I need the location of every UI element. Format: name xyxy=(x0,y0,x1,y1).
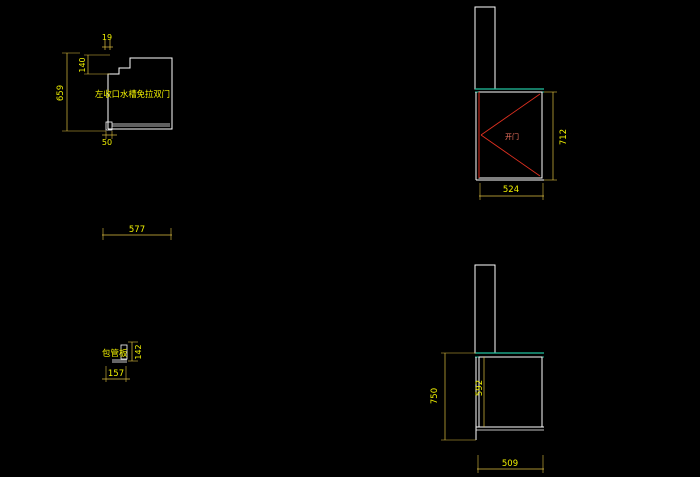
dim-157: 157 xyxy=(102,366,130,382)
dim-50-text: 50 xyxy=(102,138,112,147)
dim-19-text: 19 xyxy=(102,33,112,42)
dim-712: 712 xyxy=(544,91,569,181)
dim-750: 750 xyxy=(430,352,476,441)
dim-712-text: 712 xyxy=(559,129,569,145)
dim-509-text: 509 xyxy=(502,459,518,469)
door-label: 开门 xyxy=(505,132,519,141)
dim-509: 509 xyxy=(477,455,544,473)
pipe-box-label: 包管板 xyxy=(102,348,128,359)
dim-592: 592 xyxy=(475,357,485,427)
dim-524: 524 xyxy=(479,183,544,200)
dim-659-text: 659 xyxy=(56,85,66,101)
dim-157-text: 157 xyxy=(108,369,124,379)
plan-view: 19 140 659 50 左收口水槽免拉双门 xyxy=(56,33,173,240)
dim-750-text: 750 xyxy=(430,388,440,404)
dim-19: 19 xyxy=(102,33,113,50)
dim-577-text: 577 xyxy=(129,225,145,235)
elevation-top-back-panel xyxy=(474,6,496,90)
elevation-top: 开门 712 524 xyxy=(474,6,569,200)
pipe-box-outline xyxy=(120,344,128,360)
dim-524-text: 524 xyxy=(503,185,519,195)
plan-corner-block xyxy=(105,121,113,131)
elevation-bottom-cabinet-body xyxy=(478,356,543,428)
plan-label: 左收口水槽免拉双门 xyxy=(95,89,170,100)
pipe-box: 包管板 142 157 xyxy=(102,341,143,382)
door-swing-line xyxy=(480,93,541,136)
dim-592-text: 592 xyxy=(475,380,485,396)
plan-cabinet-outline xyxy=(107,57,173,130)
elevation-bottom-back-panel xyxy=(474,264,496,354)
dim-577: 577 xyxy=(102,225,172,240)
dim-140: 140 xyxy=(78,54,110,75)
dim-142: 142 xyxy=(128,341,143,362)
dim-140-text: 140 xyxy=(78,57,87,72)
dim-659: 659 xyxy=(56,52,106,132)
dim-50: 50 xyxy=(102,131,117,147)
elevation-bottom: 750 592 509 xyxy=(430,264,544,473)
door-swing-line xyxy=(480,134,541,177)
dim-142-text: 142 xyxy=(134,344,143,359)
